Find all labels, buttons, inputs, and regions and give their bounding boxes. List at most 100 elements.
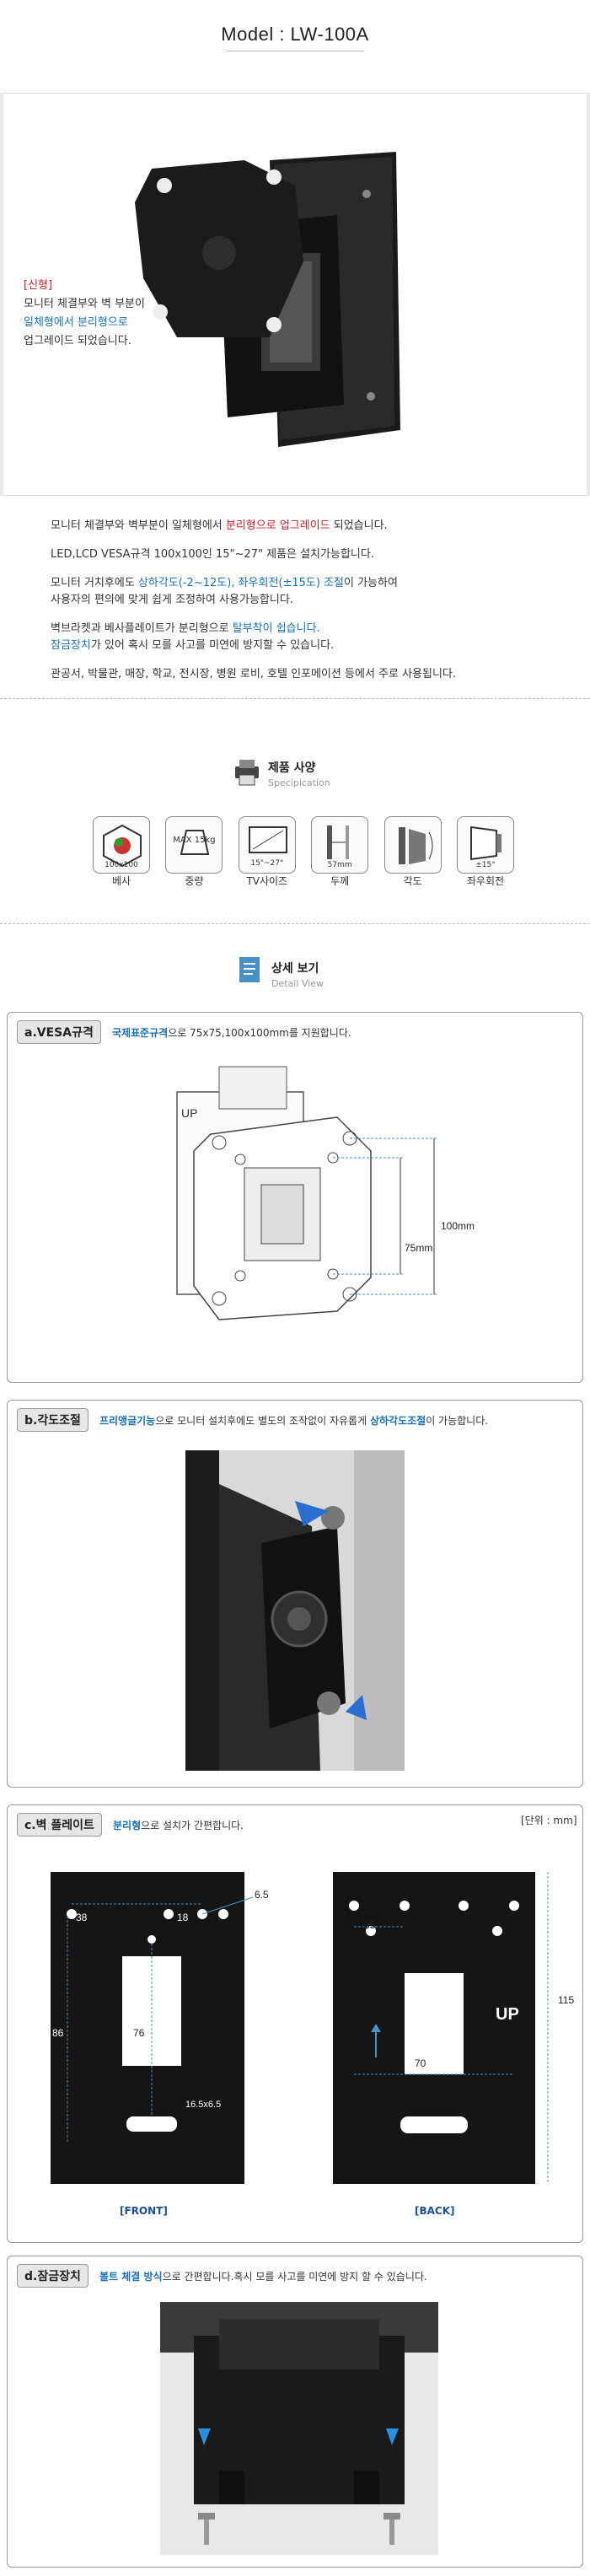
section-vesa-header: a.VESA규격 국제표준규격으로 75x75,100x100mm를 지원합니다… <box>17 1020 351 1044</box>
spec-item-angle: 각도 <box>384 816 442 888</box>
vesa-dim-100: 100mm <box>441 1220 475 1232</box>
section-head: c.벽 플레이트 <box>17 1813 102 1837</box>
spec-value: MAX 15kg <box>173 836 216 845</box>
section-head: b.각도조절 <box>17 1408 88 1432</box>
back-dim-35: 35 <box>364 1919 376 1931</box>
note-highlight: 프리앵글기능 <box>99 1415 156 1427</box>
spec-title: 제품 사양 <box>268 761 316 775</box>
section-angle <box>7 1400 583 1788</box>
note-text: 으로 설치가 간편합니다. <box>141 1820 244 1831</box>
note-text: 으로 모니터 설치후에도 별도의 조작없이 자유롭게 <box>155 1415 370 1427</box>
note-text: 으로 75x75,100x100mm를 지원합니다. <box>168 1027 351 1039</box>
section-angle-header: b.각도조절 프리앵글기능으로 모니터 설치후에도 별도의 조작없이 자유롭게 … <box>17 1408 488 1432</box>
weight-icon: MAX 15kg <box>165 816 223 874</box>
description: 모니터 체결부와 벽부분이 일체형에서 분리형으로 업그레이드 되었습니다. L… <box>51 518 573 695</box>
front-plate-diagram <box>51 1872 254 2184</box>
detail-subtitle: Detail View <box>271 978 324 989</box>
svg-text:UP: UP <box>181 1106 197 1120</box>
section-wall-plate <box>7 1804 583 2243</box>
hero-line-1: 모니터 체결부와 벽 부분이 <box>24 298 145 310</box>
desc-para-4: 벽브라켓과 베사플레이트가 분리형으로 탈부착이 쉽습니다. 잠금장치가 있어 혹… <box>51 621 573 654</box>
detail-title: 상세 보기 <box>271 962 319 976</box>
spec-value: 100x100 <box>105 861 138 869</box>
spec-value: ±15° <box>475 861 496 869</box>
spec-value: 57mm <box>327 861 352 869</box>
printer-icon <box>235 760 259 786</box>
lock-photo <box>160 2302 438 2555</box>
desc-text: 모니터 거치후에도 <box>51 577 138 589</box>
desc-para-3: 모니터 거치후에도 상하각도(-2~12도), 좌우회전(±15도) 조절이 가… <box>51 575 573 609</box>
spec-item-rotation: ±15° 좌우회전 <box>456 816 514 888</box>
desc-highlight: 잠금장치 <box>51 639 91 652</box>
divider <box>0 923 590 924</box>
section-head: a.VESA규격 <box>17 1020 101 1044</box>
spec-label: 중량 <box>185 875 204 887</box>
hero-edge-left <box>0 93 3 496</box>
hero-product-image <box>135 152 400 447</box>
section-lock <box>7 2256 583 2568</box>
hero-badge: [신형] <box>24 279 53 292</box>
spec-label: 좌우회전 <box>466 875 505 887</box>
desc-para-2: LED,LCD VESA규격 100x100인 15"~27" 제품은 설치가능… <box>51 548 374 561</box>
section-wall-plate-header: c.벽 플레이트 분리형으로 설치가 간편합니다. <box>17 1813 244 1837</box>
note-highlight: 볼트 체결 방식 <box>99 2271 163 2283</box>
note-highlight: 국제표준규격 <box>111 1027 169 1039</box>
front-dim-38: 38 <box>76 1912 88 1923</box>
desc-text: 벽브라켓과 베사플레이트가 분리형으로 <box>51 622 233 635</box>
front-caption: [FRONT] <box>120 2205 168 2217</box>
spec-label: 각도 <box>403 875 422 887</box>
unit-label: [단위 : mm] <box>521 1815 577 1826</box>
front-dim-76: 76 <box>133 2027 145 2039</box>
desc-para-5: 관공서, 박물관, 매장, 학교, 전시장, 병원 로비, 호텔 인포메이션 등… <box>51 668 457 680</box>
document-icon <box>239 957 260 982</box>
spec-item-vesa: 100x100 베사 <box>93 816 150 888</box>
spec-label: 두께 <box>330 875 350 887</box>
model-title: Model : LW-100A <box>221 24 369 45</box>
spec-subtitle: Specipication <box>268 777 330 788</box>
vesa-icon: 100x100 <box>93 816 150 874</box>
spec-item-weight: MAX 15kg 중량 <box>165 816 223 888</box>
section-head: d.잠금장치 <box>17 2264 88 2288</box>
desc-text: 되었습니다. <box>330 519 388 532</box>
desc-highlight: 분리형으로 업그레이드 <box>225 519 330 532</box>
vesa-dim-75: 75mm <box>405 1242 433 1254</box>
tv-icon: 15"~27" <box>238 816 296 874</box>
spec-item-tv-size: 15"~27" TV사이즈 <box>238 816 296 888</box>
spec-icons: 100x100 베사 MAX 15kg 중량 15"~27" TV사이즈 57m… <box>93 816 514 888</box>
hero-edge-right <box>587 93 590 496</box>
hero-panel <box>0 93 590 496</box>
spec-label: TV사이즈 <box>246 875 288 887</box>
rotation-icon: ±15° <box>456 816 514 874</box>
divider <box>0 698 590 699</box>
desc-para-1: 모니터 체결부와 벽부분이 일체형에서 분리형으로 업그레이드 되었습니다. <box>51 518 573 535</box>
note-highlight: 분리형 <box>113 1820 142 1831</box>
desc-text: 사용자의 편의에 맞게 쉽게 조정하여 사용가능합니다. <box>51 594 293 606</box>
angle-icon <box>384 816 442 874</box>
desc-highlight: 탈부착이 쉽습니다. <box>232 622 320 635</box>
thickness-icon: 57mm <box>311 816 369 874</box>
desc-text: 이 가능하여 <box>344 577 398 589</box>
front-dim-slot: 16.5x6.5 <box>185 2100 222 2110</box>
hero-line-3: 업그레이드 되었습니다. <box>24 335 131 347</box>
hero-line-2: 일체형에서 분리형으로 <box>24 316 128 329</box>
note-text: 으로 간편합니다.혹시 모를 사고를 미연에 방지 할 수 있습니다. <box>162 2271 427 2283</box>
front-dim-86: 86 <box>52 2027 64 2039</box>
note-text: 이 가능합니다. <box>426 1415 489 1427</box>
note-highlight: 상하각도조절 <box>369 1415 426 1427</box>
spec-item-thickness: 57mm 두께 <box>311 816 369 888</box>
spec-label: 베사 <box>111 875 131 887</box>
section-lock-header: d.잠금장치 볼트 체결 방식으로 간편합니다.혹시 모를 사고를 미연에 방지… <box>17 2264 427 2288</box>
spec-value: 15"~27" <box>250 859 284 868</box>
front-dim-6-5: 6.5 <box>255 1889 269 1901</box>
front-dim-18: 18 <box>177 1912 189 1923</box>
angle-photo <box>185 1450 405 1771</box>
vesa-diagram: UP <box>176 1066 438 1320</box>
section-vesa <box>7 1012 583 1383</box>
back-dim-70: 70 <box>415 2057 426 2069</box>
back-dim-115: 115 <box>558 1994 575 2006</box>
desc-highlight: 상하각도(-2~12도), 좌우회전(±15도) 조절 <box>137 577 344 589</box>
desc-text: 모니터 체결부와 벽부분이 일체형에서 <box>51 519 226 532</box>
back-up-label: UP <box>496 2005 519 2024</box>
back-plate-diagram <box>333 1872 549 2184</box>
desc-text: 가 있어 혹시 모를 사고를 미연에 방지할 수 있습니다. <box>90 639 335 652</box>
